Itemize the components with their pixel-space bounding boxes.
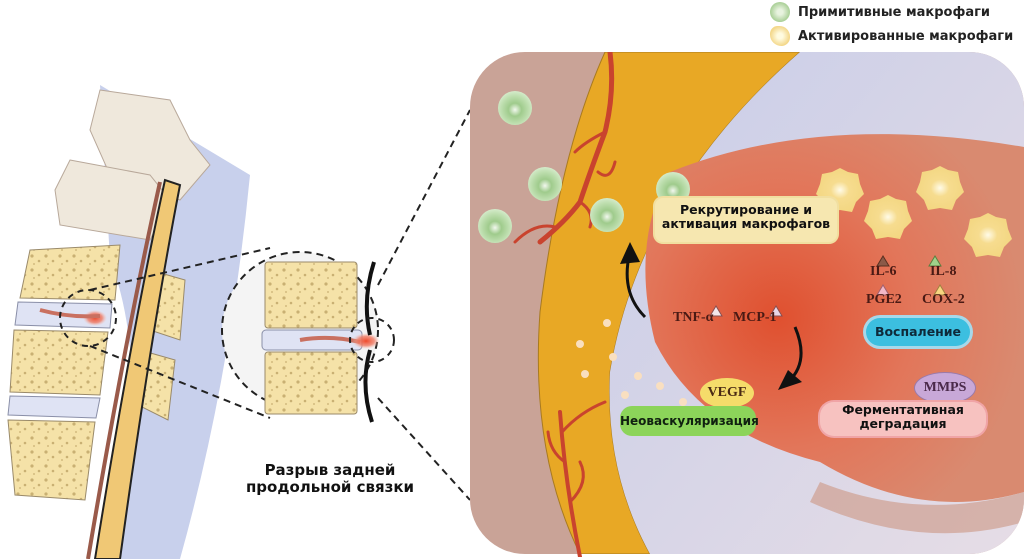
vertebra-body-1 bbox=[19, 244, 121, 301]
arrow-head-down-icon bbox=[778, 370, 802, 390]
activated-macrophage bbox=[864, 195, 912, 239]
mediator-tnf: TNF-α bbox=[673, 310, 714, 325]
primitive-macrophages bbox=[478, 91, 690, 243]
il6-marker-icon bbox=[876, 255, 890, 267]
primitive-macrophage bbox=[528, 167, 562, 201]
intervertebral-disc bbox=[7, 395, 101, 419]
spine-caption-line1: Разрыв задней bbox=[264, 461, 396, 479]
legend-label-activated: Активированные макрофаги bbox=[798, 28, 1014, 44]
recruitment-label: Рекрутирование и активация макрофагов bbox=[655, 202, 837, 232]
mmps-badge: MMPS bbox=[914, 372, 976, 404]
spine-illustration bbox=[7, 85, 471, 559]
legend-item-primitive: Примитивные макрофаги bbox=[770, 2, 990, 22]
mediator-cox2: COX-2 bbox=[922, 292, 965, 307]
spine-caption: Разрыв задней продольной связки bbox=[230, 461, 430, 497]
spine-caption-line2: продольной связки bbox=[245, 478, 415, 497]
recruitment-box bbox=[655, 198, 837, 242]
mediator-mcp: MCP-1 bbox=[733, 310, 777, 325]
neovascularization-box: Неоваскуляризация bbox=[620, 406, 759, 436]
cox2-marker-icon bbox=[933, 284, 947, 296]
activated-macrophage-icon bbox=[770, 26, 790, 46]
mid-herniation bbox=[352, 333, 380, 349]
degradation-label-line1: Ферментативная bbox=[842, 402, 964, 417]
primitive-macrophage-icon bbox=[770, 2, 790, 22]
arrow-head-up-icon bbox=[620, 242, 640, 264]
legend-item-activated: Активированные макрофаги bbox=[770, 26, 1013, 46]
blood-vessel-lower bbox=[546, 400, 607, 557]
primitive-macrophage bbox=[478, 209, 512, 243]
tnf-marker-icon bbox=[709, 305, 723, 317]
primitive-macrophage bbox=[656, 172, 690, 206]
primitive-macrophage bbox=[590, 198, 624, 232]
activated-macrophage bbox=[964, 213, 1012, 257]
degradation-label-line2: деградация bbox=[859, 416, 947, 432]
activated-macrophage bbox=[916, 166, 964, 210]
degradation-box bbox=[820, 402, 986, 436]
recruitment-label-line2: активация макрофагов bbox=[661, 216, 831, 232]
il8-marker-icon bbox=[928, 255, 942, 267]
degradation-label: Ферментативная деградация bbox=[820, 402, 986, 432]
recruitment-label-line1: Рекрутирование и bbox=[679, 202, 813, 217]
pge2-marker-icon bbox=[876, 284, 890, 296]
legend-label-primitive: Примитивные макрофаги bbox=[798, 4, 991, 20]
mid-vertebra-upper bbox=[264, 261, 358, 329]
secreted-factor-dots bbox=[576, 319, 687, 406]
dura bbox=[86, 181, 162, 559]
posterior-ligament bbox=[363, 261, 376, 423]
mediator-il8: IL-8 bbox=[930, 264, 957, 279]
upper-vertebra-2 bbox=[54, 159, 171, 241]
vertebra-body-3 bbox=[7, 419, 96, 501]
primitive-macrophage bbox=[498, 91, 532, 125]
mid-vertebra-lower bbox=[264, 351, 358, 415]
vegf-badge: VEGF bbox=[700, 378, 754, 408]
mediator-il6: IL-6 bbox=[870, 264, 897, 279]
mcp-marker-icon bbox=[769, 305, 783, 317]
blood-vessel-upper bbox=[513, 52, 617, 245]
vertebra-body-2 bbox=[9, 329, 109, 396]
zoom-circle-small bbox=[59, 289, 117, 347]
spinal-canal bbox=[93, 178, 182, 559]
inflammation-box: Воспаление bbox=[866, 318, 970, 346]
mediator-pge2: PGE2 bbox=[866, 292, 902, 307]
